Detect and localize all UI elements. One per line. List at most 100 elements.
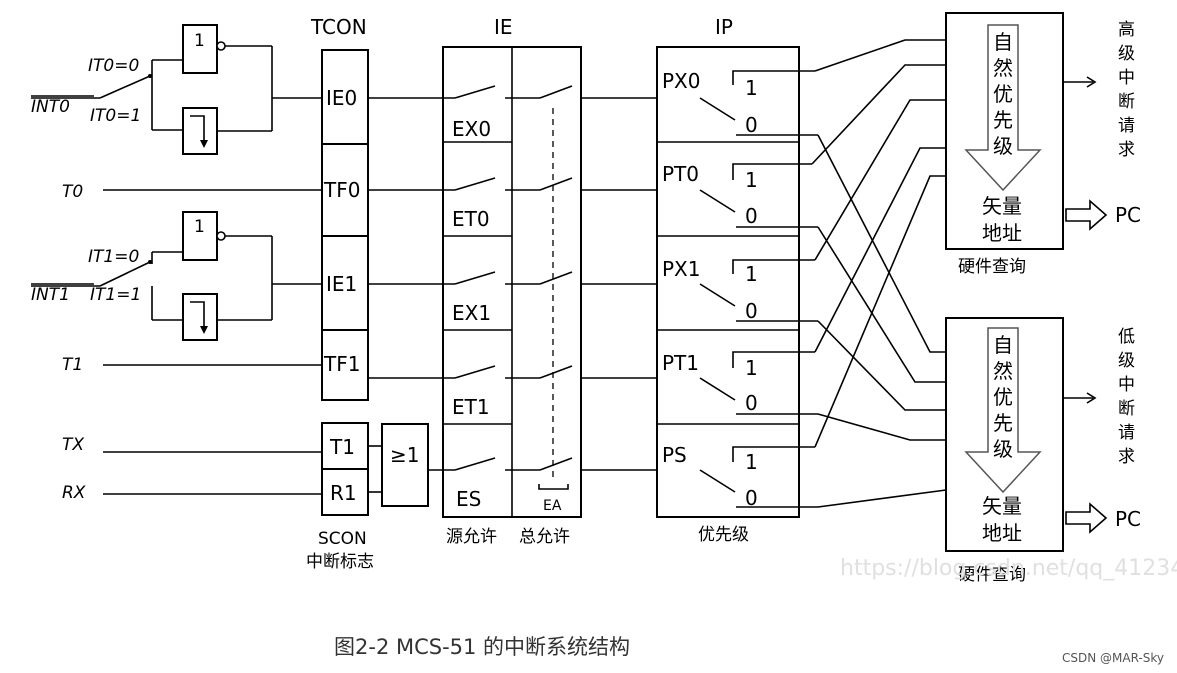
it1-1-label: IT1=1 xyxy=(90,285,141,305)
ip-register: PX0 PT0 PX1 PT1 PS 1 0 1 0 1 0 1 0 1 0 xyxy=(656,46,818,518)
hp-request-0: 高 xyxy=(1118,20,1135,40)
int1-label: INT1 xyxy=(31,285,70,305)
global-enable-label: 总允许 xyxy=(519,527,570,547)
lp-request-1: 级 xyxy=(1118,351,1135,371)
int1-input-section: IT1=0 IT1=1 INT1 1 xyxy=(31,211,322,341)
lp-arrow-char-0: 自 xyxy=(993,333,1013,357)
lp-arrow-char-1: 然 xyxy=(993,359,1013,383)
tcon-cell-tf0 xyxy=(321,143,369,237)
lp-request-2: 中 xyxy=(1118,375,1135,395)
lp-pc-arrow-icon xyxy=(1065,502,1108,534)
hp-vector-line2: 地址 xyxy=(982,221,1022,245)
lp-pc-label: PC xyxy=(1115,507,1141,531)
int0-label: INT0 xyxy=(31,97,70,117)
flag-tf1: TF1 xyxy=(323,352,360,376)
source-enable-label: 源允许 xyxy=(446,527,497,547)
priority-routing-wires xyxy=(811,39,947,508)
flag-tf0: TF0 xyxy=(323,178,360,202)
priority-label: 优先级 xyxy=(698,525,749,545)
hp-arrow-char-0: 自 xyxy=(993,30,1013,54)
or-gate xyxy=(381,423,429,507)
scon-cell-r1 xyxy=(321,468,369,516)
bit-px0: PX0 xyxy=(662,69,701,93)
scon-sub-label: 中断标志 xyxy=(306,552,374,572)
lp-request-0: 低 xyxy=(1118,327,1135,347)
flag-t1: T1 xyxy=(329,435,355,459)
edge-detector-int1 xyxy=(182,293,218,341)
edge-detector-int0 xyxy=(182,107,218,155)
or-gate-label: ≥1 xyxy=(390,443,419,467)
not-gate-int0 xyxy=(182,24,218,74)
lp-vector-line2: 地址 xyxy=(982,521,1022,545)
hp-arrow-char-3: 先 xyxy=(993,108,1013,132)
tcon-cell-ie1 xyxy=(321,235,369,331)
ip-pt0-level0: 0 xyxy=(745,204,758,228)
lp-arrow-char-4: 级 xyxy=(993,437,1013,461)
high-priority-query-block: 自 然 优 先 级 矢量 地址 硬件查询 高 级 中 断 请 求 PC xyxy=(945,12,1141,277)
int0-input-section: IT0=0 IT0=1 INT0 1 xyxy=(31,24,322,155)
tcon-header: TCON xyxy=(310,15,367,39)
ip-ps-level1: 1 xyxy=(745,450,758,474)
ie-register: EX0 ET0 EX1 ET1 ES EA xyxy=(368,46,657,518)
ie-header: IE xyxy=(494,15,513,39)
natural-priority-arrow-icon-2 xyxy=(964,327,1042,494)
hp-pc-arrow-icon xyxy=(1065,199,1108,231)
lp-request-4: 请 xyxy=(1118,423,1135,443)
ea-label: EA xyxy=(543,498,562,514)
ip-pt1-level0: 0 xyxy=(745,391,758,415)
bit-pt0: PT0 xyxy=(662,162,699,186)
t0-label: T0 xyxy=(62,182,83,202)
low-priority-query-block: 自 然 优 先 级 矢量 地址 硬件查询 低 级 中 断 请 求 PC xyxy=(945,317,1141,585)
lp-request-5: 求 xyxy=(1118,447,1135,467)
bit-es: ES xyxy=(456,487,481,511)
bit-ex1: EX1 xyxy=(452,301,491,325)
tx-label: TX xyxy=(62,435,84,455)
hp-arrow-char-2: 优 xyxy=(993,82,1013,106)
flag-r1: R1 xyxy=(330,481,357,505)
hp-request-5: 求 xyxy=(1118,140,1135,160)
hp-request-2: 中 xyxy=(1118,68,1135,88)
hp-request-4: 请 xyxy=(1118,116,1135,136)
not-gate-int1-label: 1 xyxy=(194,217,205,237)
lp-query-caption: 硬件查询 xyxy=(958,565,1026,585)
hp-query-caption: 硬件查询 xyxy=(958,257,1026,277)
ip-ps-level0: 0 xyxy=(745,486,758,510)
hp-arrow-char-4: 级 xyxy=(993,134,1013,158)
not-gate-int1 xyxy=(182,211,218,261)
ip-px0-level1: 1 xyxy=(745,76,758,100)
ip-px0-level0: 0 xyxy=(745,113,758,137)
scon-cell-t1 xyxy=(321,422,369,470)
ip-px1-level0: 0 xyxy=(745,299,758,323)
bit-et0: ET0 xyxy=(452,207,490,231)
hp-request-3: 断 xyxy=(1118,92,1135,112)
bit-pt1: PT1 xyxy=(662,351,699,375)
hp-pc-label: PC xyxy=(1115,203,1141,227)
watermark-text: https://blog.csdn.net/qq_412342051 xyxy=(840,556,1177,581)
brand-text: CSDN @MAR-Sky xyxy=(1062,651,1164,665)
scon-label: SCON xyxy=(318,529,367,549)
scon-register: T1 R1 ≥1 xyxy=(321,422,429,516)
bit-px1: PX1 xyxy=(662,257,701,281)
rx-label: RX xyxy=(62,483,86,503)
it0-0-label: IT0=0 xyxy=(88,56,139,76)
tcon-cell-tf1 xyxy=(321,329,369,401)
bit-et1: ET1 xyxy=(452,395,490,419)
lp-request-3: 断 xyxy=(1118,399,1135,419)
hp-request-1: 级 xyxy=(1118,44,1135,64)
bit-ex0: EX0 xyxy=(452,117,491,141)
figure-caption: 图2-2 MCS-51 的中断系统结构 xyxy=(334,635,630,659)
lp-vector-line1: 矢量 xyxy=(982,494,1022,518)
ip-header: IP xyxy=(715,15,733,39)
tcon-cell-ie0 xyxy=(321,49,369,145)
hp-vector-line1: 矢量 xyxy=(982,194,1022,218)
lp-arrow-char-3: 先 xyxy=(993,411,1013,435)
it1-0-label: IT1=0 xyxy=(88,247,139,267)
tcon-register: IE0 TF0 IE1 TF1 xyxy=(321,49,369,401)
ip-pt1-level1: 1 xyxy=(745,356,758,380)
not-gate-int0-label: 1 xyxy=(194,31,205,51)
ip-pt0-level1: 1 xyxy=(745,168,758,192)
natural-priority-arrow-icon xyxy=(964,24,1042,192)
t1-label: T1 xyxy=(62,355,83,375)
it0-1-label: IT0=1 xyxy=(90,106,141,126)
